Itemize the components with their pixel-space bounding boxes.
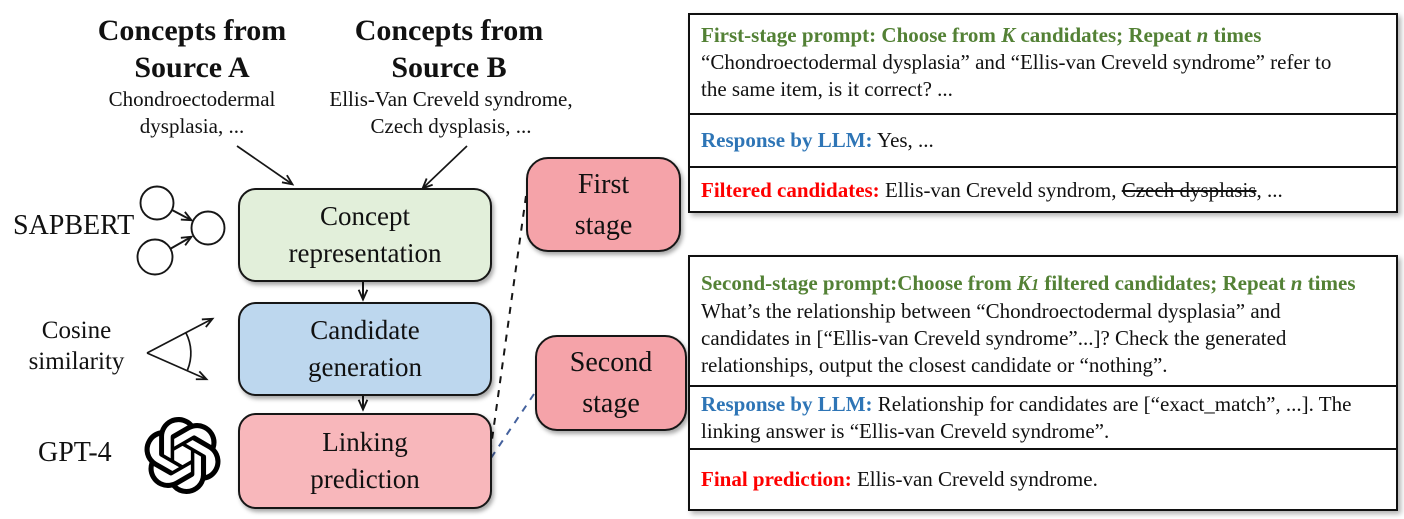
filtered-candidates-label: Filtered candidates: <box>701 178 880 202</box>
second-prompt-label: Second-stage prompt:Choose from <box>701 271 1017 295</box>
sapbert-graph-icon <box>136 185 226 276</box>
first-response-text: Yes, ... <box>872 128 934 152</box>
concept-box-line2: representation <box>288 238 442 268</box>
second-stage-prompt-row: Second-stage prompt:Choose from K1 filte… <box>690 257 1396 385</box>
first-prompt-var-n: n <box>1196 23 1209 47</box>
source-a-example-line1: Chondroectodermal <box>108 87 276 111</box>
cosine-label-line2: similarity <box>28 348 125 375</box>
first-prompt-label: First-stage prompt: Choose from <box>701 23 1002 47</box>
sapbert-label: SAPBERT <box>13 210 135 241</box>
source-b-examples: Ellis-Van Creveld syndrome, Czech dyspla… <box>316 86 586 140</box>
source-b-heading-line1: Concepts from <box>354 14 544 47</box>
second-response-row: Response by LLM: Relationship for candid… <box>690 385 1396 448</box>
second-prompt-mid: filtered candidates; Repeat <box>1039 271 1291 295</box>
cosine-similarity-label: Cosine similarity <box>14 315 139 377</box>
second-response-label: Response by LLM: <box>701 391 873 416</box>
dashed-link-first-stage <box>489 195 527 455</box>
source-b-example-line2: Czech dysplasis, ... <box>370 114 532 138</box>
second-prompt-var-n: n <box>1290 271 1303 295</box>
candidate-box-line1: Candidate <box>310 315 420 345</box>
first-prompt-mid: candidates; Repeat <box>1015 23 1197 47</box>
openai-logo-icon <box>144 417 221 494</box>
candidate-box-line2: generation <box>308 352 422 382</box>
first-stage-line2: stage <box>574 209 633 241</box>
source-b-heading: Concepts from Source B <box>318 12 580 86</box>
linking-prediction-box: Linking prediction <box>238 413 492 509</box>
final-prediction-label: Final prediction: <box>701 466 852 491</box>
arrow-source-a <box>236 145 292 184</box>
second-response-text: Relationship for candidates are [“exact_… <box>701 391 1352 443</box>
second-stage-box: Second stage <box>535 335 687 431</box>
source-b-example-line1: Ellis-Van Creveld syndrome, <box>329 87 573 111</box>
candidate-generation-box: Candidate generation <box>238 302 492 396</box>
second-stage-panel: Second-stage prompt:Choose from K1 filte… <box>688 255 1398 511</box>
second-stage-line1: Second <box>569 347 653 378</box>
filtered-candidates-removed: Czech dysplasis <box>1121 178 1257 202</box>
final-prediction-row: Final prediction: Ellis-van Creveld synd… <box>690 448 1396 508</box>
first-prompt-body: “Chondroectodermal dysplasia” and “Ellis… <box>701 50 1332 101</box>
filtered-candidates-kept: Ellis-van Creveld syndrom, <box>879 178 1122 202</box>
first-stage-panel: First-stage prompt: Choose from K candid… <box>688 13 1398 213</box>
source-a-heading-line1: Concepts from <box>97 14 287 47</box>
arrow-source-b <box>423 145 468 188</box>
concept-representation-box: Concept representation <box>238 188 492 282</box>
second-prompt-body: What’s the relationship between “Chondro… <box>701 299 1287 377</box>
final-prediction-text: Ellis-van Creveld syndrome. <box>851 466 1098 491</box>
gpt4-label: GPT-4 <box>38 437 112 468</box>
concept-box-line1: Concept <box>320 201 410 231</box>
source-b-heading-line2: Source B <box>391 51 507 84</box>
first-prompt-var-k: K <box>1001 23 1016 47</box>
dashed-link-second-stage <box>488 393 535 462</box>
filtered-candidates-ellipsis: , ... <box>1256 178 1283 202</box>
source-a-heading-line2: Source A <box>134 51 250 84</box>
first-response-label: Response by LLM: <box>701 128 873 152</box>
second-prompt-var-k: K <box>1016 271 1031 295</box>
filtered-candidates-row: Filtered candidates: Ellis-van Creveld s… <box>690 166 1396 213</box>
source-a-heading: Concepts from Source A <box>62 12 322 86</box>
second-stage-line2: stage <box>582 388 640 419</box>
linking-box-line2: prediction <box>310 464 420 494</box>
first-prompt-post: times <box>1208 23 1262 47</box>
second-prompt-var-k-sub: 1 <box>1030 275 1040 294</box>
first-stage-prompt-row: First-stage prompt: Choose from K candid… <box>690 15 1396 113</box>
linking-box-line1: Linking <box>322 427 408 457</box>
source-a-examples: Chondroectodermal dysplasia, ... <box>62 86 322 140</box>
cosine-label-line1: Cosine <box>41 317 112 344</box>
cosine-angle-icon <box>146 319 212 379</box>
first-response-row: Response by LLM: Yes, ... <box>690 113 1396 166</box>
second-prompt-post: times <box>1302 271 1356 295</box>
first-stage-box: First stage <box>526 157 681 252</box>
first-stage-line1: First <box>577 168 630 200</box>
source-a-example-line2: dysplasia, ... <box>139 114 245 138</box>
